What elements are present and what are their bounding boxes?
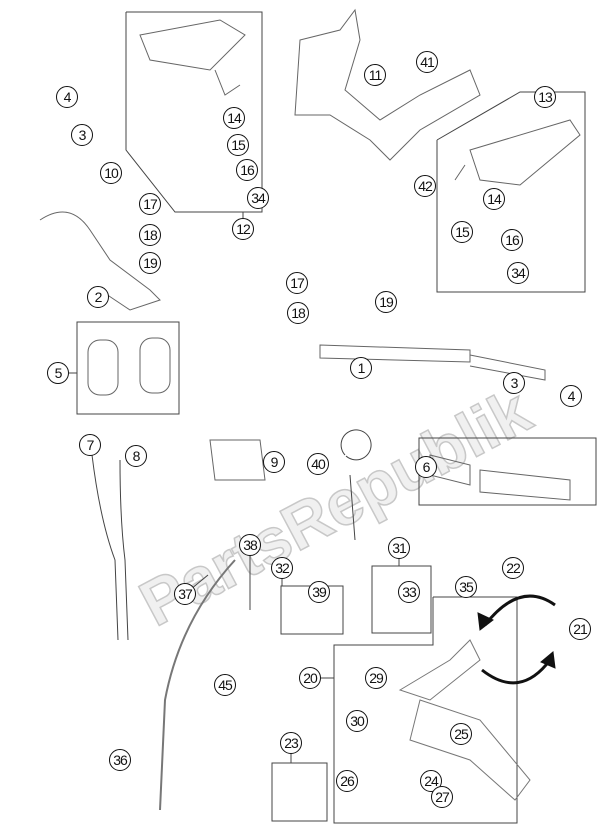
callout-34[interactable]: 34: [247, 187, 269, 209]
callout-19[interactable]: 19: [375, 291, 397, 313]
callout-5[interactable]: 5: [47, 362, 69, 384]
callout-30[interactable]: 30: [346, 710, 368, 732]
callout-10[interactable]: 10: [100, 162, 122, 184]
callout-6[interactable]: 6: [415, 456, 437, 478]
switch-40: [340, 429, 372, 541]
callout-4[interactable]: 4: [560, 385, 582, 407]
callout-15[interactable]: 15: [227, 134, 249, 156]
callout-3[interactable]: 3: [71, 124, 93, 146]
callout-42[interactable]: 42: [414, 175, 436, 197]
callout-17[interactable]: 17: [286, 272, 308, 294]
group-box-23: [271, 762, 328, 822]
callout-11[interactable]: 11: [364, 64, 386, 86]
callout-23[interactable]: 23: [280, 732, 302, 754]
callout-15[interactable]: 15: [451, 221, 473, 243]
callout-16[interactable]: 16: [236, 159, 258, 181]
callout-45[interactable]: 45: [214, 674, 236, 696]
callout-21[interactable]: 21: [569, 618, 591, 640]
callout-18[interactable]: 18: [139, 224, 161, 246]
callout-13[interactable]: 13: [534, 86, 556, 108]
callout-39[interactable]: 39: [308, 581, 330, 603]
callout-20[interactable]: 20: [299, 667, 321, 689]
cable-37: [159, 559, 236, 811]
handlebar-bracket: [294, 8, 481, 161]
callout-3[interactable]: 3: [503, 372, 525, 394]
callout-37[interactable]: 37: [174, 583, 196, 605]
callout-34[interactable]: 34: [507, 262, 529, 284]
grip-left-b: [139, 337, 171, 394]
rotation-arrow-bottom: [481, 659, 552, 685]
callout-2[interactable]: 2: [87, 286, 109, 308]
callout-16[interactable]: 16: [501, 229, 523, 251]
callout-9[interactable]: 9: [263, 451, 285, 473]
cable-8: [119, 459, 129, 641]
rotation-arrow-top: [483, 594, 556, 626]
callout-7[interactable]: 7: [79, 434, 101, 456]
group-box-12: [125, 11, 263, 213]
group-box-5: [76, 321, 180, 415]
lever-assembly: [398, 639, 531, 801]
callout-27[interactable]: 27: [431, 786, 453, 808]
callout-17[interactable]: 17: [139, 193, 161, 215]
callout-29[interactable]: 29: [365, 667, 387, 689]
switch-9: [209, 439, 266, 481]
grip-left-a: [87, 339, 119, 396]
group-box-13: [436, 91, 586, 293]
callout-14[interactable]: 14: [483, 188, 505, 210]
callout-19[interactable]: 19: [139, 252, 161, 274]
callout-1[interactable]: 1: [350, 357, 372, 379]
callout-8[interactable]: 8: [125, 445, 147, 467]
callout-22[interactable]: 22: [502, 557, 524, 579]
callout-40[interactable]: 40: [307, 453, 329, 475]
cable-7: [91, 454, 119, 641]
callout-26[interactable]: 26: [336, 770, 358, 792]
callout-32[interactable]: 32: [271, 557, 293, 579]
mirror-left: [139, 19, 246, 96]
callout-35[interactable]: 35: [455, 576, 477, 598]
callout-25[interactable]: 25: [450, 723, 472, 745]
callout-14[interactable]: 14: [223, 107, 245, 129]
mirror-right: [454, 119, 581, 186]
callout-36[interactable]: 36: [109, 749, 131, 771]
callout-41[interactable]: 41: [416, 51, 438, 73]
callout-33[interactable]: 33: [398, 581, 420, 603]
callout-12[interactable]: 12: [232, 218, 254, 240]
group-box-31: [371, 565, 432, 634]
callout-38[interactable]: 38: [239, 534, 261, 556]
callout-18[interactable]: 18: [287, 302, 309, 324]
clamp-2: [39, 211, 161, 311]
callout-4[interactable]: 4: [56, 86, 78, 108]
grip-right: [429, 454, 571, 501]
callout-31[interactable]: 31: [388, 537, 410, 559]
group-box-6: [418, 437, 597, 506]
